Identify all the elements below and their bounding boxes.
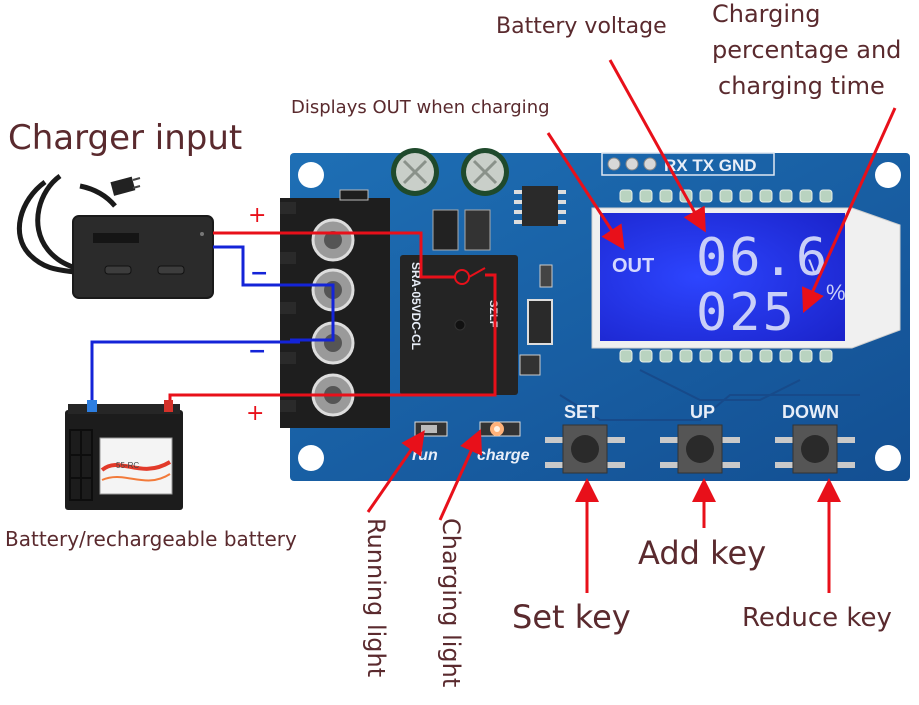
set-key-label: Set key <box>512 598 631 636</box>
battery-minus-sign: − <box>248 339 266 364</box>
displays-out-label: Displays OUT when charging <box>291 97 550 118</box>
charger-input-label: Charger input <box>8 118 243 158</box>
lcd-pin <box>679 349 693 363</box>
wire-battery-positive <box>168 273 497 400</box>
lcd-pins-top <box>619 189 833 203</box>
lcd-pin <box>739 189 753 203</box>
plug-icon <box>110 176 136 196</box>
battery-positive-terminal <box>164 400 173 412</box>
battery-voltage-label: Battery voltage <box>496 14 667 39</box>
lcd-pin <box>819 189 833 203</box>
lcd-pin <box>799 189 813 203</box>
wire-charger-negative <box>213 245 335 342</box>
battery-negative-terminal <box>87 400 97 412</box>
relay-label: SRA-05VDC-CL <box>409 262 423 350</box>
header-pin-labels: RX TX GND <box>664 156 757 175</box>
lcd-pin <box>719 189 733 203</box>
lcd-pin <box>799 349 813 363</box>
lcd-pin <box>619 189 633 203</box>
lcd-pin <box>619 349 633 363</box>
lcd-pin <box>819 349 833 363</box>
reduce-key-label: Reduce key <box>742 603 892 633</box>
charger-plus-sign: + <box>248 203 266 228</box>
battery: 55-RC <box>65 400 183 510</box>
lcd-pin <box>699 189 713 203</box>
lcd-pin <box>759 349 773 363</box>
wire-charger-positive <box>213 231 455 279</box>
serial-header: RX TX GND <box>601 152 775 176</box>
up-button[interactable]: UP <box>660 402 740 474</box>
mounting-hole <box>875 445 901 471</box>
running-light-label: Running light <box>362 518 390 678</box>
lcd-voltage-readout: 06.6 <box>696 228 829 288</box>
lcd-pin <box>639 189 653 203</box>
lcd-pin <box>779 189 793 203</box>
charge-led-label: charge <box>477 447 530 464</box>
wire-battery-negative <box>90 340 300 400</box>
lcd-status-out: OUT <box>612 255 654 277</box>
charging-percentage-label-line2: percentage and <box>712 36 902 64</box>
set-button[interactable]: SET <box>545 402 625 474</box>
battery-plus-sign: + <box>246 401 264 426</box>
lcd-pin <box>759 189 773 203</box>
charging-percentage-label-line3: charging time <box>718 72 885 100</box>
arrow-running-light <box>366 430 425 513</box>
lcd-pin <box>719 349 733 363</box>
lcd-pin <box>779 349 793 363</box>
add-key-label: Add key <box>638 534 767 572</box>
run-led-label: run <box>412 447 438 464</box>
lcd-pin <box>639 349 653 363</box>
terminal-block <box>280 189 390 428</box>
capacitor <box>391 148 439 196</box>
lcd-display: OUT 06.6 V 025 % <box>591 207 901 349</box>
relay-brand: SZLF <box>487 300 499 328</box>
set-button-label: SET <box>564 402 599 422</box>
arrow-charging-light <box>438 429 483 521</box>
charge-led: charge <box>477 421 530 464</box>
screw-terminal <box>311 218 355 262</box>
mounting-hole <box>298 445 324 471</box>
lcd-pin <box>659 349 673 363</box>
arrow-charging-percentage <box>801 107 897 313</box>
battery-label: Battery/rechargeable battery <box>5 527 297 551</box>
down-button[interactable]: DOWN <box>775 402 855 474</box>
relay: SRA-05VDC-CL SZLF <box>400 255 518 395</box>
up-button-label: UP <box>690 402 715 422</box>
lcd-pin <box>659 189 673 203</box>
charging-percentage-label-line1: Charging <box>712 0 821 28</box>
lcd-pin <box>699 349 713 363</box>
lcd-percentage-unit: % <box>826 280 846 305</box>
arrow-battery-voltage <box>608 59 706 233</box>
mounting-hole <box>298 162 324 188</box>
charger-adapter <box>16 173 214 299</box>
charger-minus-sign: − <box>250 261 268 286</box>
lcd-percentage-readout: 025 <box>696 283 796 343</box>
lcd-pins-bottom <box>619 349 833 363</box>
mounting-hole <box>875 162 901 188</box>
capacitor <box>461 148 509 196</box>
down-button-label: DOWN <box>782 402 839 422</box>
svg-text:55-RC: 55-RC <box>116 461 139 470</box>
arrow-displays-out <box>546 132 625 251</box>
charging-light-label: Charging light <box>437 518 465 688</box>
ic-chip <box>514 186 566 226</box>
lcd-pin <box>739 349 753 363</box>
wires <box>90 231 497 400</box>
screw-terminal <box>311 321 355 365</box>
